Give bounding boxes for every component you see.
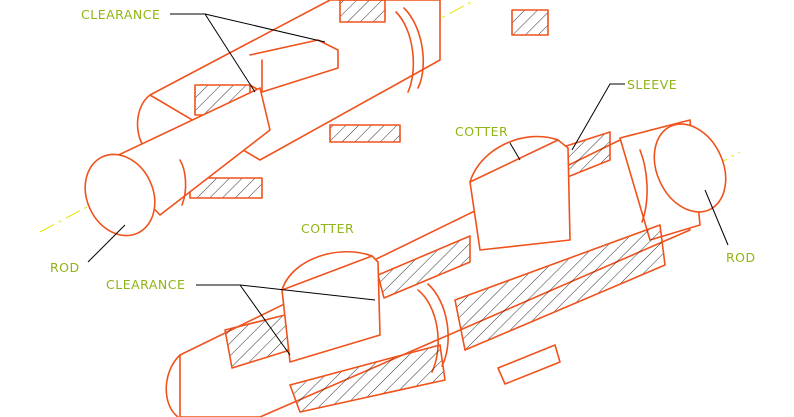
- upper-rod-step: [179, 159, 187, 206]
- lower-assembly: [165, 119, 741, 417]
- upper-cotter-top-face: [469, 139, 559, 183]
- lower-sleeve-end-arc: [165, 354, 181, 417]
- leader-sleeve: [571, 83, 625, 151]
- upper-collar-ring-2: [403, 7, 424, 89]
- lower-section-mid: [377, 235, 471, 299]
- label-cotter-upper: COTTER: [455, 124, 508, 139]
- label-clearance-bottom: CLEARANCE: [106, 277, 185, 292]
- lower-rod-step: [639, 149, 648, 223]
- label-clearance-top: CLEARANCE: [81, 7, 160, 22]
- lower-cotter: [281, 251, 381, 363]
- lower-collar-ring-2: [427, 283, 449, 367]
- label-rod-right: ROD: [726, 250, 756, 265]
- upper-cotter: [469, 135, 571, 251]
- upper-slot-edge: [249, 39, 339, 93]
- upper-rod-end: [84, 153, 156, 237]
- upper-section-right: [511, 9, 549, 36]
- lower-rod-end: [653, 123, 727, 213]
- leader-clearance-top-b: [204, 13, 326, 43]
- label-sleeve: SLEEVE: [627, 77, 677, 92]
- leader-clearance-bottom-b: [239, 284, 376, 301]
- lower-bottom-pad: [497, 344, 561, 385]
- leaders: [87, 13, 729, 356]
- upper-section-lower-mid: [329, 124, 401, 143]
- leader-rod-right: [704, 189, 729, 246]
- upper-assembly: [39, 0, 549, 237]
- lower-cotter-top-face: [281, 255, 373, 291]
- leader-rod-left: [87, 224, 126, 263]
- labels: CLEARANCE SLEEVE COTTER ROD COTTER ROD C…: [50, 7, 756, 292]
- upper-slot-lower: [249, 59, 263, 93]
- lower-section-far-left: [289, 344, 446, 413]
- label-cotter-lower: COTTER: [301, 221, 354, 236]
- upper-collar-ring: [395, 11, 415, 93]
- leader-cotter-upper: [509, 142, 521, 161]
- upper-section-back: [339, 0, 386, 23]
- lower-section-bottom: [454, 224, 666, 351]
- label-rod-left: ROD: [50, 260, 80, 275]
